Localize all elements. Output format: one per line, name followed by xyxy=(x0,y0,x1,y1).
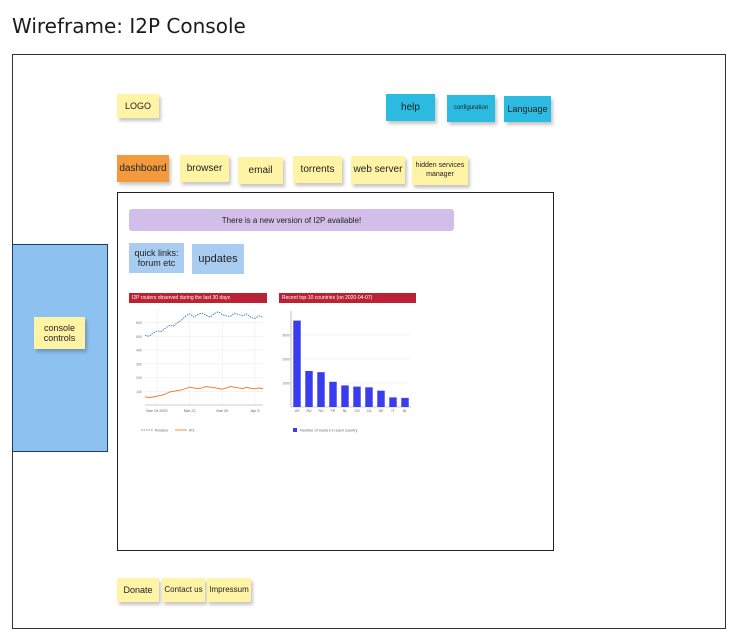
tab-hidden-services-manager[interactable]: hidden services manager xyxy=(412,156,468,185)
legend-swatch xyxy=(293,428,297,432)
series-line-0 xyxy=(144,311,264,337)
bar xyxy=(293,320,301,407)
bar xyxy=(353,386,361,407)
bar xyxy=(389,397,397,407)
x-tick-label: CN xyxy=(354,409,360,413)
x-tick-label: NL xyxy=(403,409,408,413)
y-tick-label: 200 xyxy=(136,376,142,380)
tab-torrents[interactable]: torrents xyxy=(293,156,342,183)
x-tick-label: US xyxy=(295,409,301,413)
language-button[interactable]: Language xyxy=(504,96,551,122)
y-tick-label: 600 xyxy=(136,321,142,325)
y-tick-label: 2000 xyxy=(282,358,290,362)
x-tick-label: RU xyxy=(318,409,324,413)
legend-label: Routers xyxy=(155,429,168,433)
logo[interactable]: LOGO xyxy=(117,94,159,118)
x-tick-label: NL xyxy=(343,409,348,413)
x-tick-label: Mar 29 xyxy=(216,409,228,413)
update-banner[interactable]: There is a new version of I2P available! xyxy=(129,209,454,231)
donate-link[interactable]: Donate xyxy=(117,578,159,602)
tab-email[interactable]: email xyxy=(238,157,283,184)
contact-link[interactable]: Contact us xyxy=(162,578,205,602)
page-title: Wireframe: I2P Console xyxy=(12,14,246,38)
console-controls-note[interactable]: console controls xyxy=(34,317,85,349)
tab-dashboard[interactable]: dashboard xyxy=(117,155,169,182)
y-tick-label: 3000 xyxy=(282,334,290,338)
help-button[interactable]: help xyxy=(386,94,435,121)
legend-label: Number of routers in each country xyxy=(300,429,358,433)
tab-web-server[interactable]: web server xyxy=(351,156,405,184)
bar xyxy=(329,381,337,407)
x-tick-label: CA xyxy=(367,409,373,413)
bar xyxy=(341,385,349,407)
x-tick-label: Mar 15 2020 xyxy=(146,409,167,413)
x-tick-label: Apr 5 xyxy=(250,409,259,413)
x-tick-label: DE xyxy=(379,409,385,413)
y-tick-label: 100 xyxy=(136,390,142,394)
legend-label: IPs xyxy=(189,429,195,433)
bar xyxy=(365,387,373,407)
x-tick-label: IT xyxy=(391,409,395,413)
x-tick-label: Mar 22 xyxy=(184,409,196,413)
bar xyxy=(317,372,325,407)
y-tick-label: 500 xyxy=(136,335,142,339)
updates-button[interactable]: updates xyxy=(192,244,244,274)
configuration-button[interactable]: configuration xyxy=(447,95,495,122)
x-tick-label: RU xyxy=(306,409,312,413)
series-line-1 xyxy=(144,386,264,398)
bar xyxy=(305,371,313,407)
routers-chart-title: I2P routers observed during the last 30 … xyxy=(129,293,267,303)
quick-links-button[interactable]: quick links: forum etc xyxy=(129,243,184,273)
bar xyxy=(401,397,409,407)
x-tick-label: FR xyxy=(331,409,336,413)
y-tick-label: 300 xyxy=(136,362,142,366)
y-tick-label: 1000 xyxy=(282,382,290,386)
bar xyxy=(377,390,385,407)
tab-browser[interactable]: browser xyxy=(180,155,229,182)
sidebar-panel xyxy=(12,244,108,452)
countries-chart-title: Recent top-10 countries (on 2020-04-07) xyxy=(279,293,416,303)
impressum-link[interactable]: Impressum xyxy=(207,578,251,602)
y-tick-label: 400 xyxy=(136,349,142,353)
